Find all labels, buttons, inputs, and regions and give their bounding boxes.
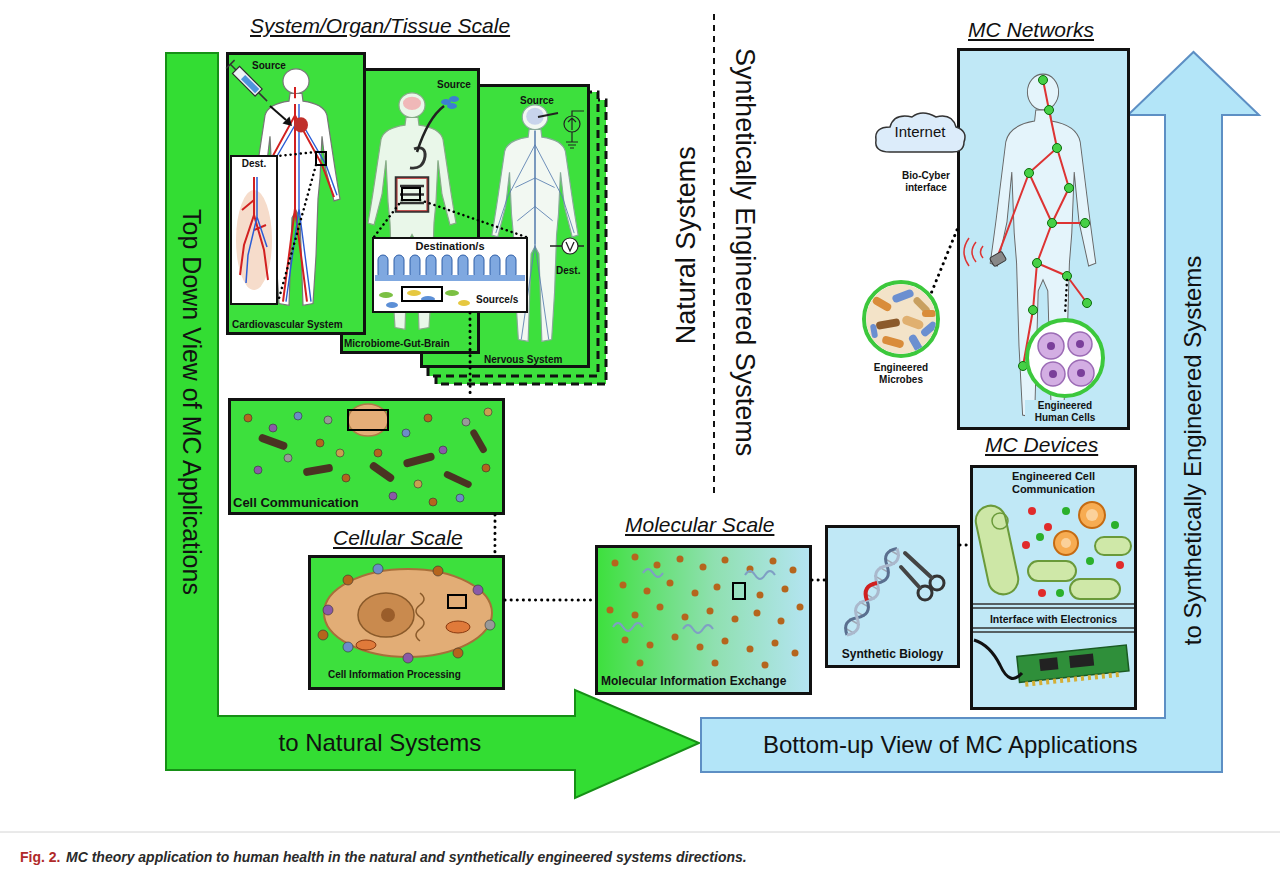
circle-inset: Engineered Microbes <box>862 280 940 358</box>
text-slot: MC theory application to human health in… <box>66 849 747 866</box>
text-slot: Internet <box>872 123 968 141</box>
cloud-label: Internet <box>872 123 968 141</box>
figure-caption: MC theory application to human health in… <box>66 849 747 866</box>
zoom-connector <box>812 578 825 581</box>
text-slot: Molecular Scale <box>625 512 774 537</box>
dest-label: Dest. <box>230 158 278 170</box>
text-slot: Source <box>437 79 471 91</box>
interface-label: Bio-Cyber interface <box>895 170 957 194</box>
scale-heading: Molecular Scale <box>625 512 774 537</box>
text-slot: Cellular Scale <box>333 525 463 550</box>
text-slot: Microbiome-Gut-Brain <box>344 338 450 350</box>
inset-label: Engineered Human Cells <box>1025 400 1105 424</box>
human-cell-inset <box>1025 318 1105 398</box>
panel-label: Microbiome-Gut-Brain <box>344 338 450 350</box>
text-slot: Synthetic Biology <box>825 647 960 661</box>
section-heading: System/Organ/Tissue Scale <box>250 13 510 38</box>
text-slot: Bottom-up View of MC Applications <box>763 731 1137 760</box>
zoom-connector <box>468 313 471 398</box>
text-slot: to Natural Systems <box>279 729 482 758</box>
divider-line <box>713 14 715 495</box>
text-slot: Engineered Human Cells <box>1025 400 1105 424</box>
text-slot: Source <box>252 60 286 72</box>
source-label: Source <box>252 60 286 72</box>
zoom-connector <box>931 230 957 294</box>
panel-label: Cardiovascular System <box>232 319 343 331</box>
text-slot: Source <box>520 95 554 107</box>
circle-inset: Engineered Human Cells <box>1025 318 1105 398</box>
network-panel: MC Networks Engineered Human Cells <box>957 48 1130 430</box>
zoom-connector <box>960 544 970 547</box>
microbe-inset <box>862 280 940 358</box>
text-slot: System/Organ/Tissue Scale <box>250 13 510 38</box>
text-slot: Cell Information Processing <box>328 669 461 681</box>
panel-label: Molecular Information Exchange <box>601 674 806 688</box>
zoom-connector <box>505 598 595 601</box>
panel-label: Engineered Cell Communication <box>990 470 1117 496</box>
device-panel: MC DevicesEngineered Cell CommunicationI… <box>970 465 1137 710</box>
device-drawing <box>970 465 1137 710</box>
text-slot: MC Networks <box>968 17 1094 42</box>
text-slot: Engineered Cell Communication <box>990 470 1117 496</box>
text-slot: Cardiovascular System <box>232 319 343 331</box>
molecule-drawing <box>595 545 812 695</box>
zoom-box: Destination/sSource/s <box>372 237 528 313</box>
scale-panel: Molecular ScaleMolecular Information Exc… <box>595 545 812 695</box>
panel-label: Cell Information Processing <box>328 669 461 681</box>
text-slot: Fig. 2. <box>20 849 60 866</box>
arrow-label: to Synthetically Engineered Systems <box>1179 255 1208 645</box>
text-slot: MC Devices <box>985 432 1098 457</box>
zoom-connector <box>493 515 496 555</box>
text-slot: Source/s <box>476 294 518 306</box>
source-label: Source/s <box>476 294 518 306</box>
source-label: Source <box>437 79 471 91</box>
panel-label: Synthetic Biology <box>825 647 960 661</box>
dna-scissors <box>825 525 960 668</box>
text-slot: Engineered Microbes <box>856 362 946 386</box>
scale-panel: Cell Communication <box>228 398 505 515</box>
panel-label: Interface with Electronics <box>970 613 1137 626</box>
dest-label: Destination/s <box>372 240 528 253</box>
figure-number: Fig. 2. <box>20 849 60 866</box>
dest-label: Dest. <box>556 265 580 277</box>
scale-heading: MC Devices <box>985 432 1098 457</box>
scale-heading: MC Networks <box>968 17 1094 42</box>
text-slot: Nervous System <box>484 354 562 366</box>
direction-label: Synthetically Engineered Systems <box>729 48 761 456</box>
source-label: Source <box>520 95 554 107</box>
inset-label: Engineered Microbes <box>856 362 946 386</box>
direction-label: Natural Systems <box>670 146 702 344</box>
panel-label: Nervous System <box>484 354 562 366</box>
text-slot: Dest. <box>556 265 580 277</box>
arrow-label: Bottom-up View of MC Applications <box>763 731 1137 760</box>
tissue-drawing <box>230 155 278 305</box>
text-slot: Interface with Electronics <box>970 613 1137 626</box>
organ-panel: SourceCardiovascular System Dest. <box>226 52 366 335</box>
scale-heading: Cellular Scale <box>333 525 463 550</box>
text-slot: Dest. <box>230 158 278 170</box>
caption-rule <box>0 832 1280 833</box>
panel-label: Cell Communication <box>233 495 359 511</box>
scale-panel: Cellular ScaleCell Information Processin… <box>308 555 505 690</box>
scale-panel: Synthetic Biology <box>825 525 960 668</box>
cloud-shape: Internet <box>872 110 968 154</box>
zoom-box: Dest. <box>230 155 278 305</box>
text-slot: Destination/s <box>372 240 528 253</box>
text-slot: Molecular Information Exchange <box>601 674 806 688</box>
text-slot: Bio-Cyber interface <box>895 170 957 194</box>
arrow-label: Top Down View of MC Applications <box>176 209 206 595</box>
text-slot: Synthetically Engineered Systems <box>541 236 949 268</box>
arrow-label: to Natural Systems <box>279 729 482 758</box>
text-slot: Cell Communication <box>233 495 359 511</box>
